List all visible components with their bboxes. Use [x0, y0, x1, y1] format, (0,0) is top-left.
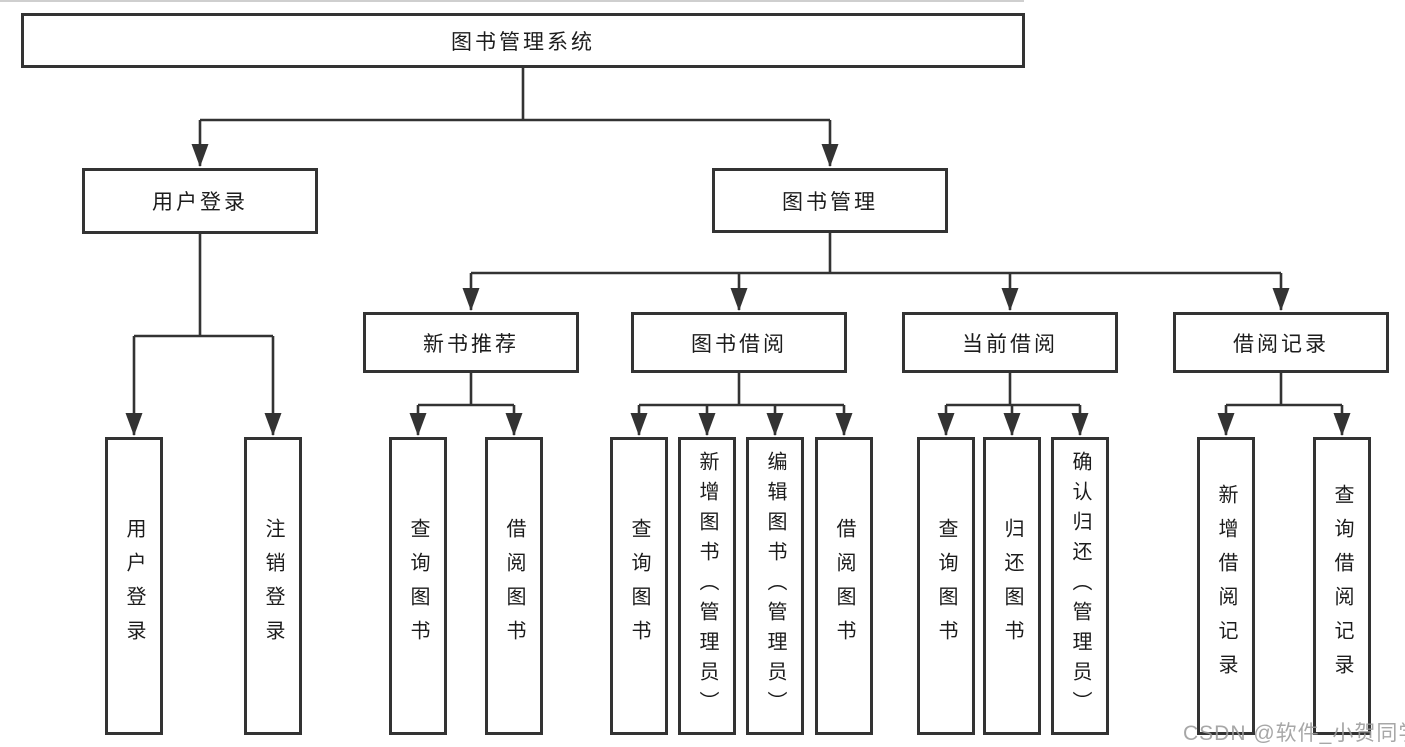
node-book-borrow: 图书借阅	[631, 312, 847, 373]
leaf-edit-books-admin: 编辑图书（管理员）	[746, 437, 804, 735]
leaf-borrow-books-recommend-label: 借阅图书	[503, 518, 525, 654]
leaf-add-borrow-record: 新增借阅记录	[1197, 437, 1255, 735]
leaf-query-books-current: 查询图书	[917, 437, 975, 735]
leaf-edit-books-admin-label: 编辑图书（管理员）	[764, 451, 786, 721]
node-new-book-recommend: 新书推荐	[363, 312, 579, 373]
node-current-borrow-label: 当前借阅	[962, 332, 1058, 356]
leaf-return-books-label: 归还图书	[1001, 518, 1023, 654]
leaf-query-borrow-record-label: 查询借阅记录	[1331, 484, 1353, 688]
node-library-system: 图书管理系统	[21, 13, 1025, 68]
node-current-borrow: 当前借阅	[902, 312, 1118, 373]
leaf-query-borrow-record: 查询借阅记录	[1313, 437, 1371, 735]
leaf-query-books-borrow: 查询图书	[610, 437, 668, 735]
top-crop-line	[0, 0, 1024, 2]
node-user-login: 用户登录	[82, 168, 318, 234]
leaf-confirm-return-admin: 确认归还（管理员）	[1051, 437, 1109, 735]
leaf-logout-label: 注销登录	[262, 518, 284, 654]
leaf-logout: 注销登录	[244, 437, 302, 735]
node-book-management-label: 图书管理	[782, 190, 878, 214]
leaf-add-books-admin: 新增图书（管理员）	[678, 437, 736, 735]
watermark: CSDN @软件_小贺同学	[1183, 722, 1405, 745]
node-borrow-records-label: 借阅记录	[1233, 332, 1329, 356]
node-library-system-label: 图书管理系统	[451, 30, 595, 54]
node-new-book-recommend-label: 新书推荐	[423, 332, 519, 356]
leaf-return-books: 归还图书	[983, 437, 1041, 735]
leaf-confirm-return-admin-label: 确认归还（管理员）	[1069, 451, 1091, 721]
connector-group	[125, 68, 1351, 436]
leaf-query-books-current-label: 查询图书	[935, 518, 957, 654]
leaf-query-books-recommend: 查询图书	[389, 437, 447, 735]
node-book-borrow-label: 图书借阅	[691, 332, 787, 356]
leaf-user-login: 用户登录	[105, 437, 163, 735]
leaf-borrow-books-recommend: 借阅图书	[485, 437, 543, 735]
leaf-borrow-books-label: 借阅图书	[833, 518, 855, 654]
leaf-user-login-label: 用户登录	[123, 518, 145, 654]
node-borrow-records: 借阅记录	[1173, 312, 1389, 373]
leaf-add-borrow-record-label: 新增借阅记录	[1215, 484, 1237, 688]
node-book-management: 图书管理	[712, 168, 948, 233]
node-user-login-label: 用户登录	[152, 191, 248, 214]
leaf-add-books-admin-label: 新增图书（管理员）	[696, 451, 718, 721]
leaf-query-books-borrow-label: 查询图书	[628, 518, 650, 654]
leaf-borrow-books: 借阅图书	[815, 437, 873, 735]
leaf-query-books-recommend-label: 查询图书	[407, 518, 429, 654]
